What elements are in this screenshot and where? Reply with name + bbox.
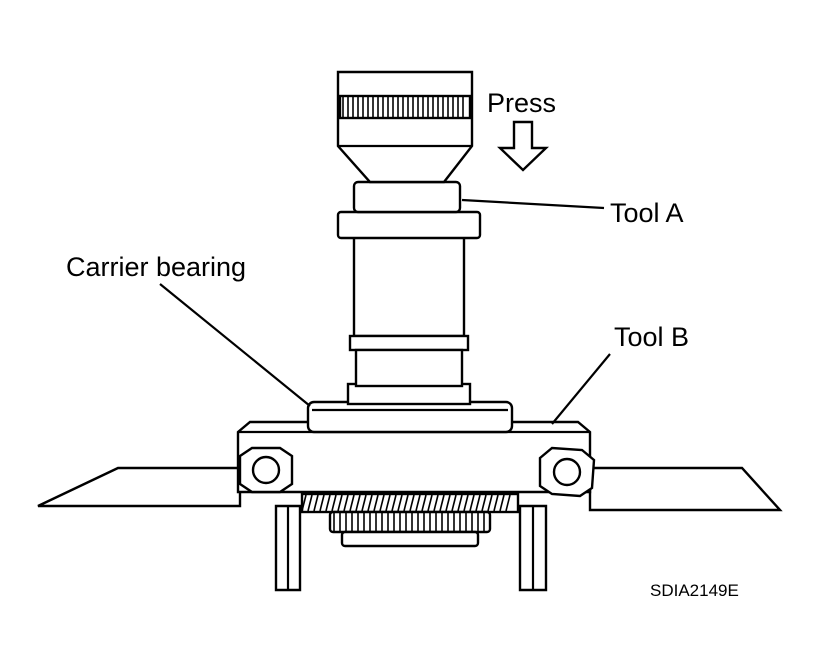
hatch-line <box>421 494 427 512</box>
figure-code: SDIA2149E <box>650 581 739 600</box>
tool-a <box>336 180 482 240</box>
drift-shaft <box>348 234 470 388</box>
press-table <box>37 466 783 592</box>
tool-a-leader <box>461 198 605 210</box>
carrier-bearing-label: Carrier bearing <box>66 252 246 282</box>
hatch-line <box>313 494 319 512</box>
hatch-line <box>409 494 415 512</box>
tool-b-label: Tool B <box>614 322 689 352</box>
hatch-line <box>337 494 343 512</box>
hatch-line <box>415 494 421 512</box>
press-arrow-icon <box>497 120 549 172</box>
hatch-line <box>325 494 331 512</box>
hatch-line <box>463 494 469 512</box>
hatch-line <box>505 494 511 512</box>
hatch-line <box>457 494 463 512</box>
hatch-line <box>349 494 355 512</box>
hatch-line <box>373 494 379 512</box>
hatch-line <box>445 494 451 512</box>
hatch-line <box>481 494 487 512</box>
hatch-line <box>301 494 307 512</box>
hatch-line <box>499 494 505 512</box>
hatch-line <box>487 494 493 512</box>
press-ram <box>336 70 474 184</box>
hatch-line <box>379 494 385 512</box>
hatch-line <box>475 494 481 512</box>
hatch-line <box>343 494 349 512</box>
hatch-line <box>451 494 457 512</box>
hatch-line <box>307 494 313 512</box>
hatch-line <box>403 494 409 512</box>
hatch-line <box>367 494 373 512</box>
carrier-bearing <box>306 382 514 434</box>
tool-b-leader <box>551 353 611 425</box>
hatch-line <box>433 494 439 512</box>
hatch-line <box>469 494 475 512</box>
hatch-line <box>385 494 391 512</box>
hatch-line <box>391 494 397 512</box>
tool-a-flange <box>336 210 482 240</box>
hatch-line <box>439 494 445 512</box>
press-table-left-plate <box>37 466 242 508</box>
hatch-line <box>319 494 325 512</box>
hatch-line <box>493 494 499 512</box>
press-label: Press <box>487 88 556 118</box>
hatch-line <box>331 494 337 512</box>
tool-a-body <box>352 180 462 214</box>
hatch-line <box>355 494 361 512</box>
press-table-right-plate <box>588 466 783 512</box>
carrier-bearing-leader <box>159 283 311 407</box>
hatch-line <box>397 494 403 512</box>
hatch-line <box>361 494 367 512</box>
ring-gear <box>300 492 520 548</box>
hatch-line <box>427 494 433 512</box>
tool-b <box>236 420 596 498</box>
tool-a-label: Tool A <box>610 198 684 228</box>
